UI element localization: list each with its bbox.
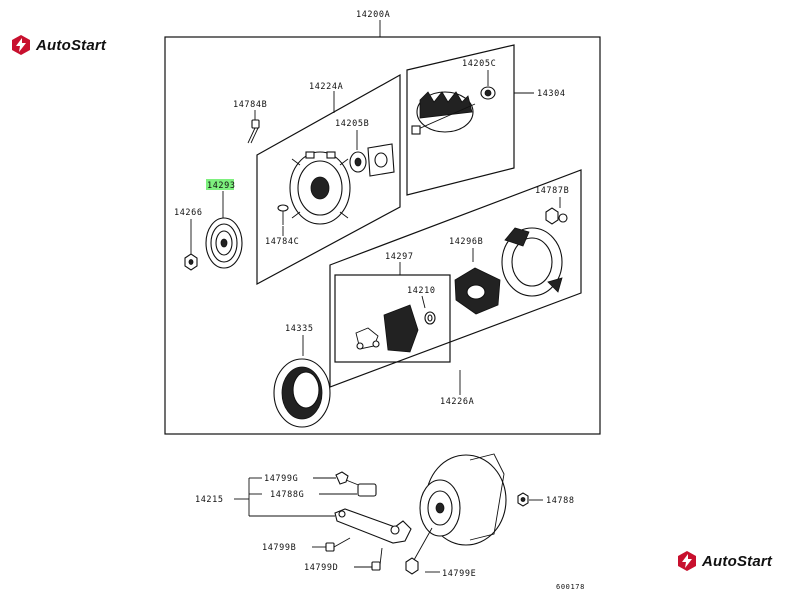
brand-mark-icon bbox=[12, 35, 30, 55]
adjusting-bracket[interactable] bbox=[334, 508, 412, 544]
assembly-frame bbox=[164, 36, 601, 435]
label-14226A[interactable]: 14226A bbox=[440, 397, 474, 407]
label-14799G[interactable]: 14799G bbox=[264, 474, 298, 484]
label-14304[interactable]: 14304 bbox=[537, 89, 566, 99]
label-14799B[interactable]: 14799B bbox=[262, 543, 296, 553]
label-14293[interactable]: 14293 bbox=[207, 181, 236, 191]
label-14788G[interactable]: 14788G bbox=[270, 490, 304, 500]
through-bolt[interactable] bbox=[247, 119, 260, 144]
brand-mark-icon bbox=[678, 551, 696, 571]
label-14799E[interactable]: 14799E bbox=[442, 569, 476, 579]
bracket-bolt-g[interactable] bbox=[335, 471, 377, 497]
label-14224A[interactable]: 14224A bbox=[309, 82, 343, 92]
label-14205C[interactable]: 14205C bbox=[462, 59, 496, 69]
rotor-group bbox=[406, 44, 515, 196]
label-14215[interactable]: 14215 bbox=[195, 495, 224, 505]
label-14297[interactable]: 14297 bbox=[385, 252, 414, 262]
rear-bracket[interactable] bbox=[501, 227, 563, 297]
pulley-nut[interactable] bbox=[184, 253, 198, 271]
stator[interactable] bbox=[273, 358, 331, 428]
front-bracket-group bbox=[256, 73, 401, 286]
rotor-rear-bearing[interactable] bbox=[480, 86, 496, 100]
label-14205B[interactable]: 14205B bbox=[335, 119, 369, 129]
bearing-retainer-plate[interactable] bbox=[367, 143, 395, 177]
brand-name: AutoStart bbox=[36, 36, 107, 54]
bolt-b[interactable] bbox=[325, 537, 351, 552]
regulator[interactable] bbox=[355, 304, 436, 353]
alternator-assembly[interactable] bbox=[419, 453, 507, 546]
front-bearing[interactable] bbox=[349, 151, 367, 173]
label-14784B[interactable]: 14784B bbox=[233, 100, 267, 110]
regulator-group bbox=[334, 274, 451, 363]
label-14788[interactable]: 14788 bbox=[546, 496, 575, 506]
diagram-code: 600178 bbox=[556, 583, 585, 591]
bolt-d[interactable] bbox=[371, 547, 383, 571]
label-14784C[interactable]: 14784C bbox=[265, 237, 299, 247]
label-14266[interactable]: 14266 bbox=[174, 208, 203, 218]
bolt-e[interactable] bbox=[405, 527, 433, 575]
brand-logo-top: AutoStart bbox=[10, 34, 106, 56]
label-14787B[interactable]: 14787B bbox=[535, 186, 569, 196]
label-14200A[interactable]: 14200A bbox=[356, 10, 390, 20]
rear-bracket-group bbox=[329, 169, 582, 388]
label-14210[interactable]: 14210 bbox=[407, 286, 436, 296]
highlight-14293 bbox=[206, 179, 234, 190]
rectifier[interactable] bbox=[454, 267, 501, 315]
rear-bracket-nut[interactable] bbox=[545, 207, 568, 225]
rotor[interactable] bbox=[411, 91, 476, 135]
retainer-screw[interactable] bbox=[277, 204, 289, 225]
brand-logo-bottom: AutoStart bbox=[676, 550, 772, 572]
brand-name: AutoStart bbox=[702, 552, 773, 570]
label-14335[interactable]: 14335 bbox=[285, 324, 314, 334]
label-14296B[interactable]: 14296B bbox=[449, 237, 483, 247]
front-bracket[interactable] bbox=[289, 151, 351, 225]
pulley[interactable] bbox=[205, 217, 243, 269]
label-14799D[interactable]: 14799D bbox=[304, 563, 338, 573]
nut-14788[interactable] bbox=[517, 492, 529, 507]
